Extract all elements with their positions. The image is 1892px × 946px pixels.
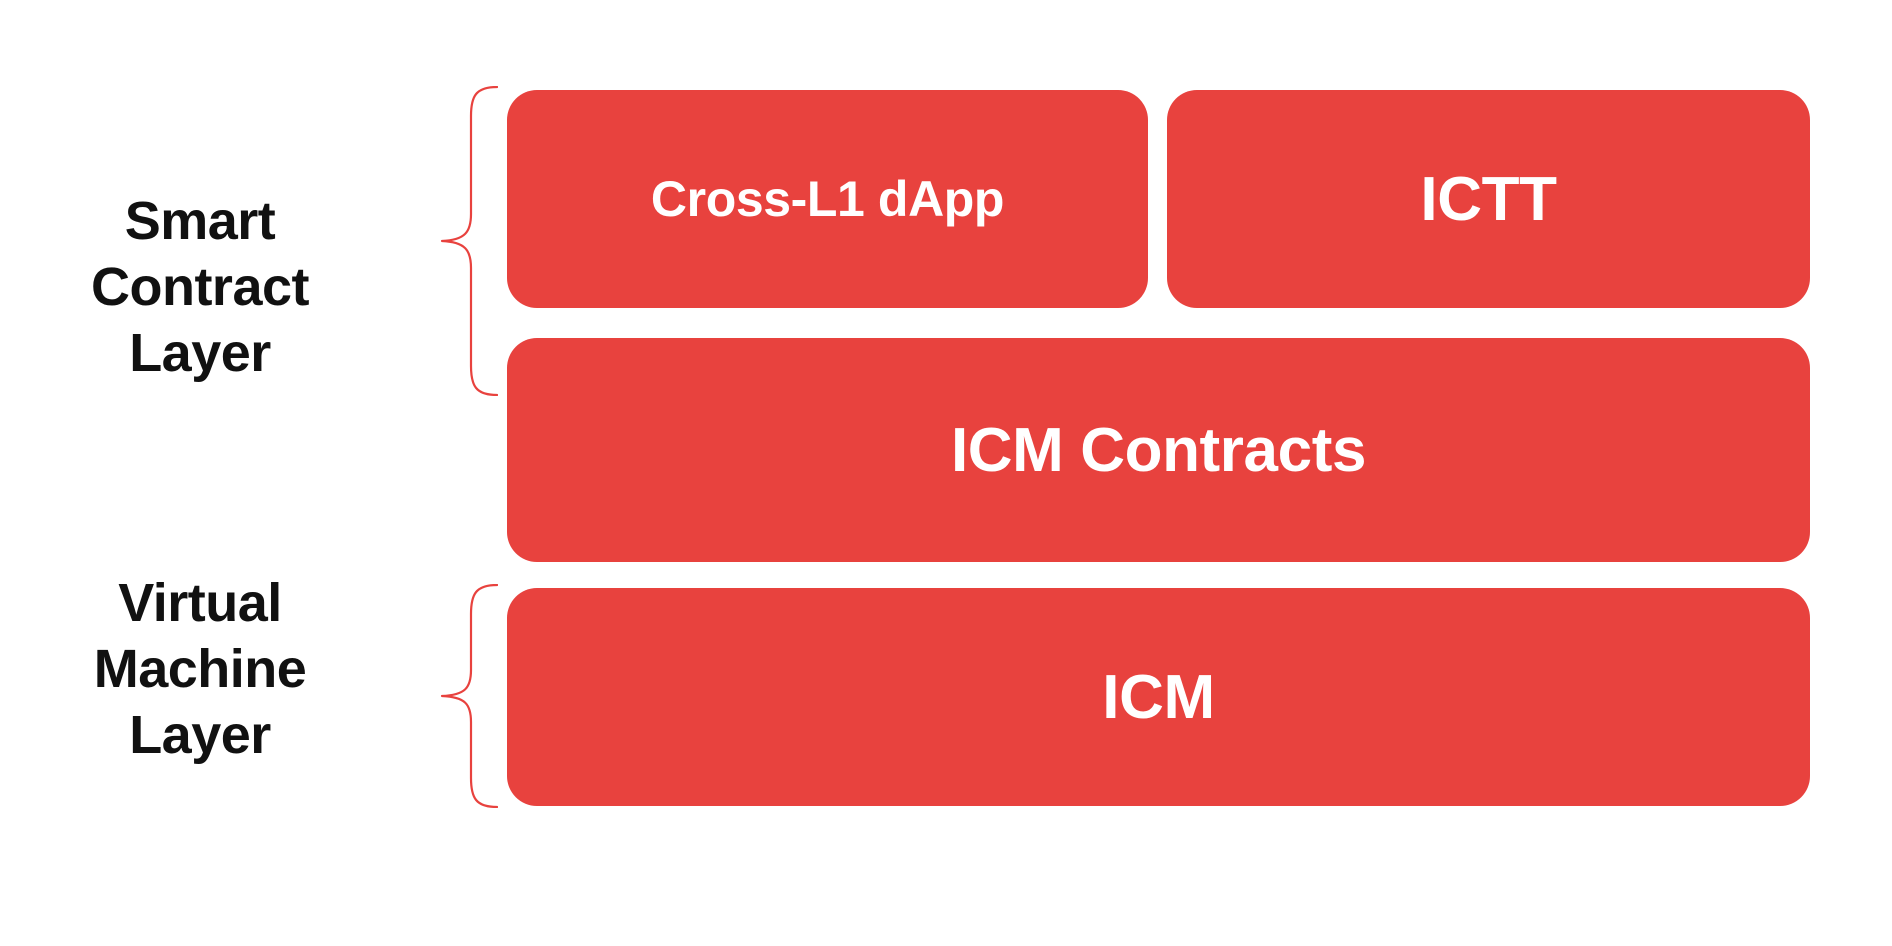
box-icm[interactable]: ICM (507, 588, 1810, 806)
curly-brace-icon-smart-contract (440, 86, 498, 396)
layer-label-smart-contract: Smart Contract Layer (90, 191, 310, 383)
box-ictt[interactable]: ICTT (1167, 90, 1810, 308)
curly-brace-icon-virtual-machine (440, 584, 498, 808)
box-icm-contracts[interactable]: ICM Contracts (507, 338, 1810, 562)
layer-label-virtual-machine: Virtual Machine Layer (93, 573, 307, 765)
box-cross-l1-dapp[interactable]: Cross-L1 dApp (507, 90, 1148, 308)
